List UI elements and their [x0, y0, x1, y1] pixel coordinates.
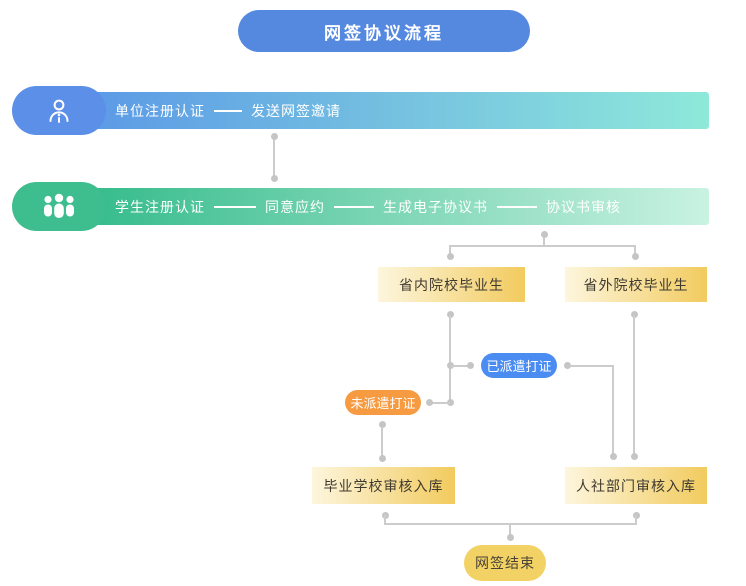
connector-line [633, 315, 635, 455]
connector-dot [631, 453, 638, 460]
connector-line [449, 315, 451, 403]
connector-dot [564, 362, 571, 369]
node-in-province-graduate: 省内院校毕业生 [378, 267, 525, 302]
connector-dot [271, 175, 278, 182]
student-step-accept: 同意应约 [265, 199, 325, 216]
connector-dot [467, 362, 474, 369]
connector-line [635, 515, 637, 524]
connector-dot [447, 311, 454, 318]
connector-dot [610, 453, 617, 460]
connector-dot [631, 311, 638, 318]
connector-line [273, 138, 275, 176]
connector-dash [214, 109, 242, 112]
connector-dot [447, 253, 454, 260]
connector-dot [447, 362, 454, 369]
flow-title: 网签协议流程 [238, 10, 530, 52]
connector-dash [497, 205, 537, 208]
connector-dot [447, 399, 454, 406]
unit-lane-bar: 单位注册认证 发送网签邀请 [90, 92, 709, 129]
connector-dot [379, 455, 386, 462]
connector-dot [507, 534, 514, 541]
student-lane-badge [12, 182, 106, 231]
connector-line [612, 365, 614, 455]
connector-dot [379, 421, 386, 428]
connector-line [543, 237, 545, 246]
person-icon [49, 99, 69, 123]
connector-line [384, 515, 386, 524]
unit-step-register: 单位注册认证 [115, 103, 205, 120]
unit-lane-badge [12, 86, 106, 135]
node-school-review-storage: 毕业学校审核入库 [312, 467, 455, 504]
connector-line [381, 427, 383, 456]
tag-dispatched: 已派遣打证 [481, 353, 557, 378]
connector-dash [334, 205, 374, 208]
tag-not-dispatched: 未派遣打证 [345, 390, 421, 415]
connector-dot [632, 253, 639, 260]
connector-line [509, 523, 511, 535]
connector-dot [426, 399, 433, 406]
student-step-review: 协议书审核 [546, 199, 621, 216]
unit-step-invite: 发送网签邀请 [251, 103, 341, 120]
node-end: 网签结束 [464, 545, 546, 581]
connector-dash [214, 205, 256, 208]
connector-line [570, 365, 614, 367]
connector-line [449, 245, 636, 247]
connector-line [451, 365, 468, 367]
node-hr-review-storage: 人社部门审核入库 [565, 467, 707, 504]
people-icon [44, 193, 74, 218]
connector-line [449, 245, 451, 254]
node-out-province-graduate: 省外院校毕业生 [565, 267, 707, 302]
student-lane-bar: 学生注册认证 同意应约 生成电子协议书 协议书审核 [90, 188, 709, 225]
student-step-generate: 生成电子协议书 [383, 199, 488, 216]
connector-dot [541, 231, 548, 238]
connector-dot [271, 133, 278, 140]
connector-line [431, 402, 450, 404]
connector-line [634, 245, 636, 254]
student-step-register: 学生注册认证 [115, 199, 205, 216]
